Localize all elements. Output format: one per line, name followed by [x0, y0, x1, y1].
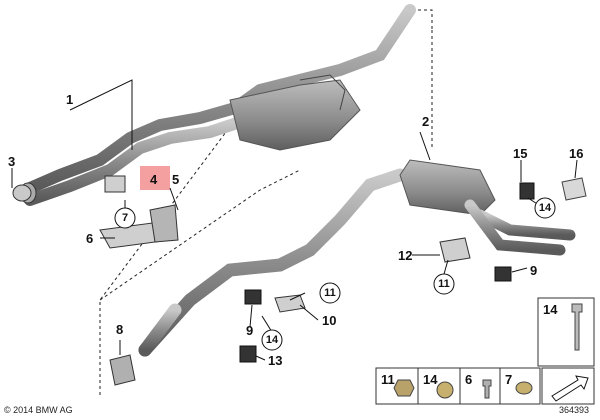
- dashed-line-left: [99, 99, 251, 395]
- callout-11-right: 11: [438, 278, 450, 290]
- leader-1: [69, 79, 133, 150]
- circle-7: [114, 207, 136, 229]
- part-4-highlight: [140, 166, 170, 190]
- front-pipe-assembly: [19, 4, 416, 206]
- legend-14b: 14: [423, 372, 438, 387]
- circle-11-right: [433, 273, 455, 295]
- circle-14-mid: [261, 329, 283, 351]
- callout-2: 2: [422, 114, 429, 129]
- diagram-number: 364393: [559, 405, 589, 415]
- washer-icon: [515, 381, 533, 395]
- bracket-part-5: [149, 204, 179, 243]
- callout-3: 3: [8, 154, 15, 169]
- legend-7: 7: [505, 372, 512, 387]
- callout-14-right: 14: [539, 202, 552, 214]
- callout-14-mid: 14: [266, 334, 279, 346]
- leader-14-mid: [261, 315, 273, 333]
- direction-panel: [541, 367, 595, 405]
- leader-9-left: [249, 304, 253, 328]
- callout-9-right: 9: [530, 263, 537, 278]
- rear-silencer-assembly: [138, 159, 576, 357]
- callout-12: 12: [398, 248, 412, 263]
- bolt-icon: [571, 303, 583, 351]
- legend-14: 14: [543, 302, 558, 317]
- direction-arrow-icon: [551, 375, 589, 402]
- callout-1: 1: [66, 92, 73, 107]
- leader-2: [419, 131, 431, 161]
- leader-13: [255, 355, 266, 361]
- nut-icon: [393, 379, 415, 397]
- copyright-text: © 2014 BMW AG: [4, 405, 73, 415]
- callout-7: 7: [122, 212, 128, 224]
- tailpipe-trim-16: [561, 177, 587, 201]
- callout-16: 16: [569, 146, 583, 161]
- callout-9-left: 9: [246, 323, 253, 338]
- legend-panel-small-parts: 11 14 6 7: [375, 367, 541, 405]
- rubber-mount-9-left: [244, 289, 262, 305]
- leader-10: [299, 304, 319, 321]
- circle-11-left: [319, 282, 341, 304]
- callout-11-left: 11: [324, 287, 336, 299]
- clamp-part-4: [104, 175, 126, 193]
- leader-9-right: [511, 267, 528, 273]
- rubber-mount-13: [239, 345, 257, 363]
- callout-15: 15: [513, 146, 527, 161]
- rubber-mount-9-right: [494, 266, 512, 282]
- callout-10: 10: [322, 313, 336, 328]
- gasket-part-3: [12, 184, 32, 202]
- leader-11-left: [289, 292, 306, 301]
- callout-4: 4: [150, 172, 158, 187]
- callout-5: 5: [172, 172, 179, 187]
- flange-nut-icon: [436, 381, 454, 399]
- legend-panel-bolt: 14: [537, 297, 595, 367]
- circle-14-right: [534, 197, 556, 219]
- screw-icon: [482, 379, 492, 399]
- legend-11: 11: [381, 372, 395, 387]
- dashed-bracket-top: [418, 9, 433, 30]
- callout-6: 6: [86, 231, 93, 246]
- rubber-mount-15: [519, 182, 535, 200]
- bracket-part-12: [439, 237, 471, 263]
- callout-8: 8: [116, 322, 123, 337]
- callout-13: 13: [268, 353, 282, 368]
- dashed-line-center: [99, 169, 301, 301]
- bracket-part-10: [274, 294, 306, 313]
- leader-16: [574, 159, 578, 179]
- clamp-part-8: [109, 354, 136, 386]
- legend-6: 6: [465, 372, 472, 387]
- leader-11-right: [443, 259, 449, 275]
- leader-5: [169, 187, 179, 211]
